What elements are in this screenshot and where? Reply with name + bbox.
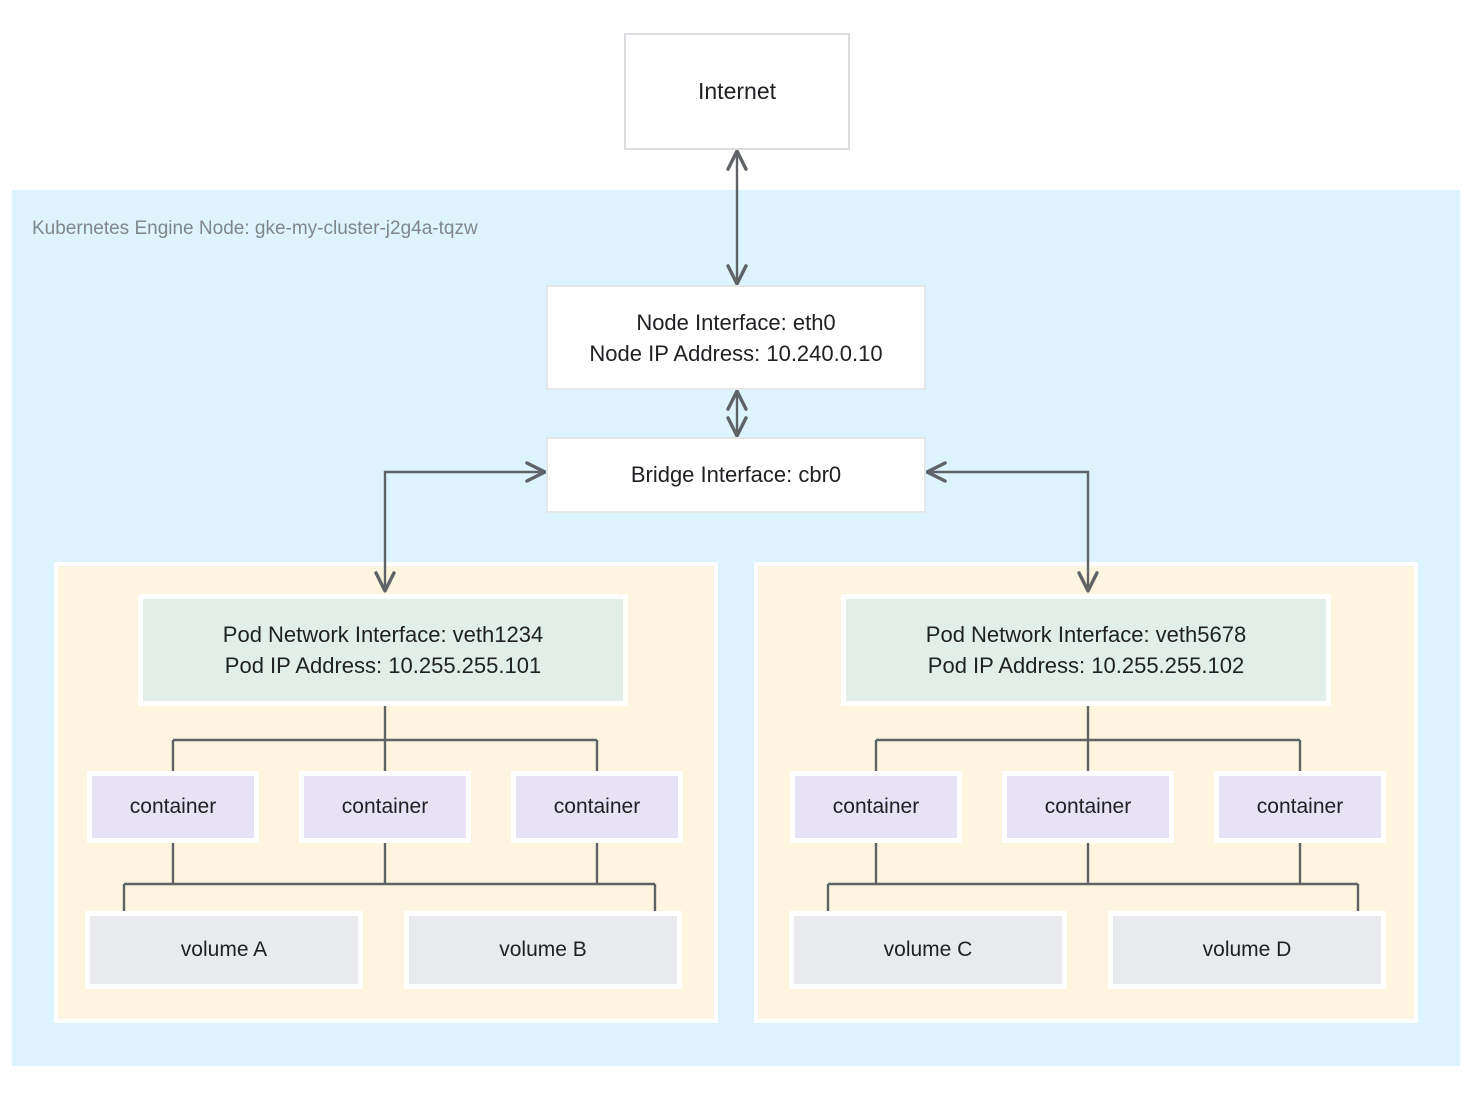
container-right-2-label: container (1044, 795, 1132, 818)
volume-a-label: volume A (180, 938, 268, 961)
volume-c-label: volume C (883, 938, 973, 961)
container-left-1[interactable]: container (87, 771, 259, 843)
kubernetes-node-label: Kubernetes Engine Node: gke-my-cluster-j… (32, 218, 478, 239)
node-interface-name: Node Interface: eth0 (636, 309, 836, 335)
internet-label: Internet (698, 78, 776, 104)
container-right-2[interactable]: container (1002, 771, 1174, 843)
container-right-3[interactable]: container (1214, 771, 1386, 843)
pod-network-interface-left[interactable]: Pod Network Interface: veth1234 Pod IP A… (138, 594, 628, 706)
container-left-3[interactable]: container (511, 771, 683, 843)
volume-a[interactable]: volume A (85, 911, 363, 989)
container-right-1[interactable]: container (790, 771, 962, 843)
pod-right-interface-name: Pod Network Interface: veth5678 (925, 622, 1247, 647)
container-right-3-label: container (1256, 795, 1344, 818)
container-left-2-label: container (341, 795, 429, 818)
volume-b-label: volume B (499, 938, 587, 961)
volume-b[interactable]: volume B (404, 911, 682, 989)
volume-d[interactable]: volume D (1108, 911, 1386, 989)
container-right-1-label: container (832, 795, 920, 818)
node-interface-box[interactable]: Node Interface: eth0 Node IP Address: 10… (546, 285, 926, 390)
pod-left-interface-name: Pod Network Interface: veth1234 (222, 622, 544, 647)
pod-left-ip-address: Pod IP Address: 10.255.255.101 (224, 653, 542, 678)
bridge-interface-box[interactable]: Bridge Interface: cbr0 (546, 437, 926, 513)
internet-box[interactable]: Internet (624, 33, 850, 150)
pod-right-ip-address: Pod IP Address: 10.255.255.102 (927, 653, 1245, 678)
container-left-2[interactable]: container (299, 771, 471, 843)
volume-d-label: volume D (1202, 938, 1292, 961)
volume-c[interactable]: volume C (789, 911, 1067, 989)
node-ip-address: Node IP Address: 10.240.0.10 (589, 340, 883, 366)
pod-network-interface-right[interactable]: Pod Network Interface: veth5678 Pod IP A… (841, 594, 1331, 706)
container-left-1-label: container (129, 795, 217, 818)
container-left-3-label: container (553, 795, 641, 818)
bridge-label: Bridge Interface: cbr0 (630, 462, 842, 487)
